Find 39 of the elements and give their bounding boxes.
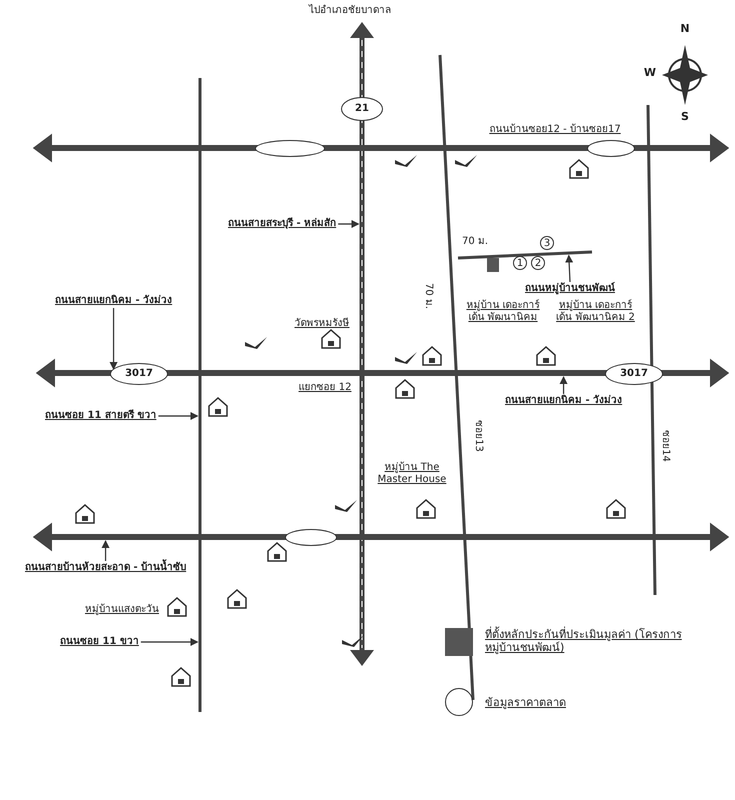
legend-text: ที่ตั้งหลักประกันที่ประเมินมูลค่า (โครงการหมู่บ้านชนพัฒน์) bbox=[485, 628, 683, 654]
road bbox=[350, 22, 374, 666]
numbered-circle: 1 bbox=[513, 256, 527, 270]
place-label: หมู่บ้าน เดอะการ์เด้น พัฒนานิคม bbox=[465, 300, 541, 324]
destination-label: ไปอำเภอชัยบาดาล bbox=[308, 5, 392, 17]
road-name-label: ถนนซอย 11 สายตรี ขวา bbox=[45, 410, 156, 422]
distance-label: 70 ม. bbox=[460, 236, 490, 248]
place-label: หมู่บ้าน The Master House bbox=[376, 462, 448, 486]
place-label: แยกซอย 12 bbox=[298, 382, 352, 394]
road bbox=[32, 522, 730, 552]
leader-arrow bbox=[560, 376, 568, 394]
legend-text: ข้อมูลราคาตลาด bbox=[485, 696, 567, 710]
numbered-circle: 3 bbox=[540, 236, 554, 250]
road bbox=[198, 78, 202, 712]
leader-arrow bbox=[140, 638, 198, 646]
place-label: หมู่บ้านแสงตะวัน bbox=[84, 604, 160, 616]
numbered-circle: 2 bbox=[531, 256, 545, 270]
compass-letter: S bbox=[680, 110, 690, 124]
place-label: วัดพรหมรังษี bbox=[294, 318, 350, 330]
road-name-label: ซอย14 bbox=[659, 429, 671, 464]
route-number-oval: 21 bbox=[341, 97, 383, 121]
leader-arrow bbox=[158, 412, 198, 420]
leader-arrow bbox=[110, 308, 118, 370]
compass-letter: W bbox=[643, 66, 657, 80]
road-name-label: ถนนสายสระบุรี - หล่มสัก bbox=[228, 218, 336, 230]
leader-arrow bbox=[338, 220, 360, 228]
road-name-label: ถนนบ้านซอย12 - บ้านซอย17 bbox=[488, 124, 622, 136]
leader-arrow bbox=[565, 254, 574, 282]
road bbox=[458, 250, 592, 260]
compass-letter: N bbox=[679, 22, 691, 36]
distance-label: 70 ม. bbox=[422, 282, 434, 312]
road bbox=[646, 104, 656, 596]
place-label: หมู่บ้าน เดอะการ์เด้น พัฒนานิคม 2 bbox=[555, 300, 636, 324]
road-name-label: ถนนสายแยกนิคม - วังม่วง bbox=[505, 395, 622, 407]
road-name-label: ถนนสายแยกนิคม - วังม่วง bbox=[55, 295, 172, 307]
road-name-label: ถนนซอย 11 ขวา bbox=[60, 636, 139, 648]
leader-arrow bbox=[102, 540, 110, 561]
road-name-label: ซอย13 bbox=[472, 419, 484, 454]
road-name-label: ถนนหมู่บ้านชนพัฒน์ bbox=[525, 283, 615, 295]
